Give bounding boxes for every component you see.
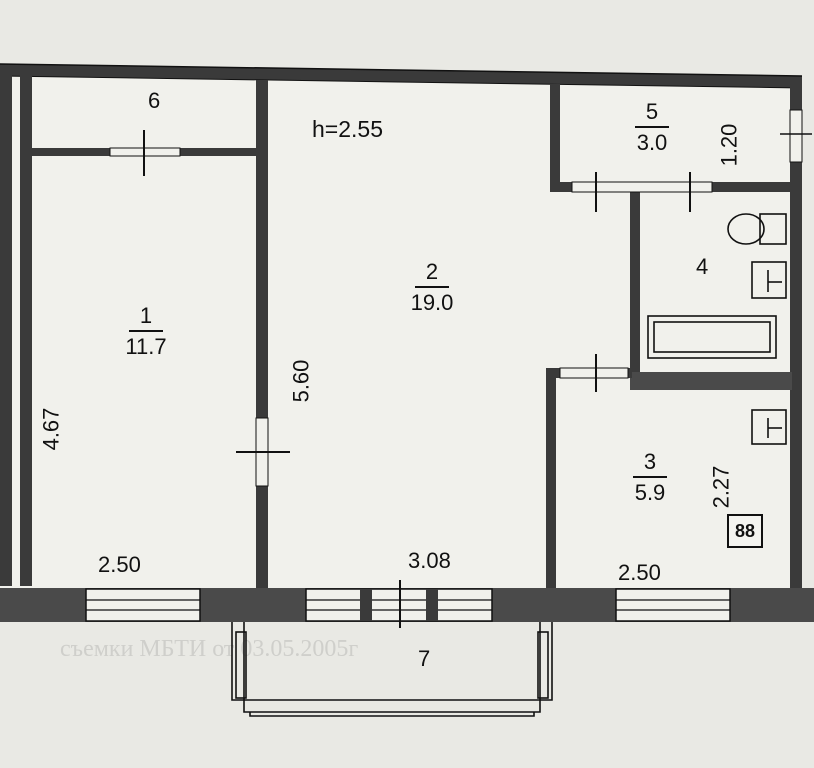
- dimension-room1-length: 4.67: [38, 407, 64, 451]
- toilet: [727, 213, 787, 245]
- window-room2: [305, 580, 493, 628]
- room7-number: 7: [418, 646, 431, 671]
- door-room3: [559, 354, 629, 392]
- room5-fraction-bar: [635, 126, 669, 129]
- ceiling-height-label: h=2.55: [312, 116, 383, 142]
- room5-label: 5 3.0: [628, 100, 676, 154]
- dimension-room2-width: 3.08: [408, 548, 451, 573]
- room5-number: 5: [645, 99, 659, 124]
- outer-wall-left: [0, 72, 12, 586]
- room2-label: 2 19.0: [408, 260, 456, 314]
- wall-room1-left: [20, 72, 32, 586]
- window-room1: [85, 588, 201, 622]
- meter-box-icon: 88: [727, 514, 763, 548]
- door-room6: [109, 130, 181, 176]
- bathtub: [647, 315, 777, 359]
- room1-area: 11.7: [125, 334, 167, 360]
- room5-area: 3.0: [636, 130, 668, 156]
- room4-number: 4: [696, 254, 709, 279]
- dimension-room2-length: 5.60: [288, 359, 314, 403]
- balcony-outline: [231, 622, 553, 717]
- room2-fraction-bar: [415, 286, 449, 289]
- room3-number: 3: [643, 449, 657, 474]
- outer-wall-top: [0, 64, 802, 88]
- room2-area: 19.0: [410, 290, 454, 316]
- dimension-room3-width: 2.50: [618, 560, 661, 585]
- sink-room4: [751, 261, 787, 299]
- room1-number: 1: [139, 303, 153, 328]
- outer-wall-right: [790, 82, 802, 592]
- wall-room1-room2: [256, 80, 268, 592]
- room1-label: 1 11.7: [122, 304, 170, 358]
- wall-room4-left: [630, 192, 640, 388]
- room1-fraction-bar: [129, 330, 163, 333]
- room2-number: 2: [425, 259, 439, 284]
- room3-fraction-bar: [633, 476, 667, 479]
- dimension-room3-length: 2.27: [708, 465, 734, 509]
- door-room1: [236, 417, 290, 487]
- wall-room4-bottom: [630, 372, 792, 390]
- interior-floor: [0, 76, 800, 591]
- room3-label: 3 5.9: [626, 450, 674, 504]
- wall-room5-left: [550, 84, 560, 190]
- room3-area: 5.9: [634, 480, 666, 506]
- door-room5: [571, 172, 713, 212]
- window-room3: [615, 588, 731, 622]
- window-room5: [780, 109, 812, 163]
- dimension-room1-width: 2.50: [98, 552, 141, 577]
- wall-room3-left: [546, 368, 556, 592]
- room6-number: 6: [148, 88, 161, 113]
- sink-room3: [751, 409, 787, 445]
- dimension-room5-width: 1.20: [716, 123, 742, 167]
